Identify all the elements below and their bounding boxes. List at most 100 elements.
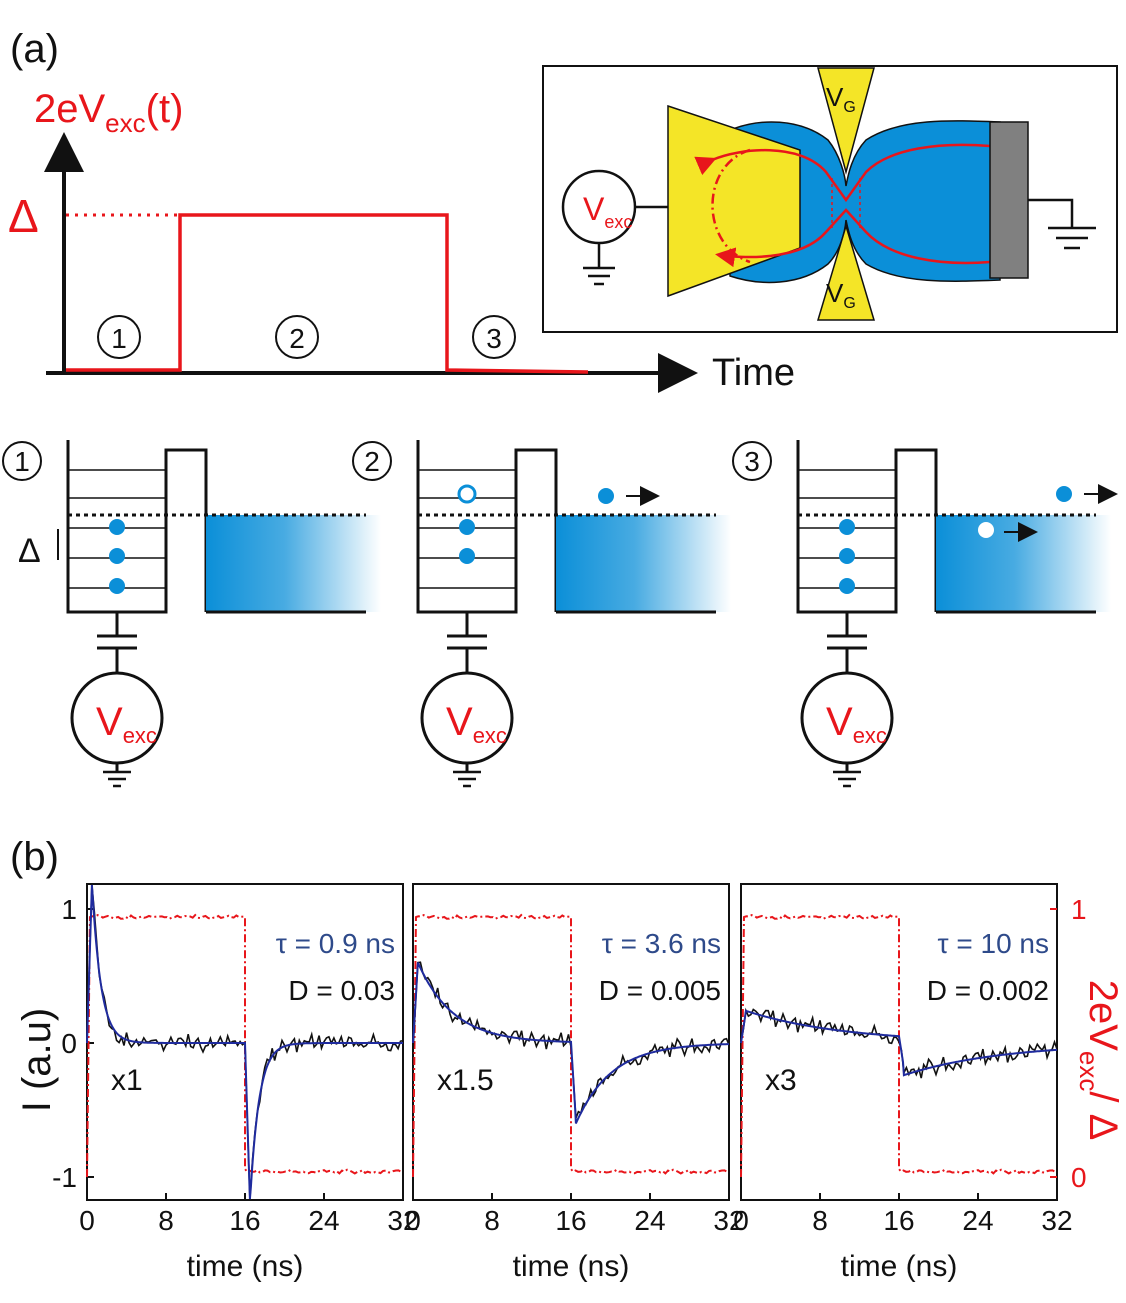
pulse-xlabel: Time [712, 352, 795, 394]
electron [839, 578, 855, 594]
x-tick-label: 8 [484, 1205, 500, 1236]
d-annotation: D = 0.005 [599, 975, 721, 1006]
edge-channel-lower [715, 208, 991, 268]
source-label: Vexc [96, 700, 157, 748]
tau-annotation: τ = 0.9 ns [276, 928, 395, 959]
x-axis-label: time (ns) [187, 1250, 304, 1283]
fit-curve [740, 1009, 1058, 1077]
pulse-ylabel: 2eVexc(t) [34, 87, 183, 138]
electron [839, 519, 855, 535]
gate-top: VG [817, 67, 875, 175]
svg-text:VG: VG [826, 82, 856, 116]
region-marker-2: 2 [275, 315, 319, 359]
step-marker [352, 441, 392, 481]
x-tick-label: 24 [308, 1205, 339, 1236]
x-tick-label: 8 [812, 1205, 828, 1236]
dot-orbit [711, 148, 751, 264]
svg-text:1: 1 [111, 323, 127, 354]
step-marker [2, 441, 42, 481]
step-number: 2 [364, 446, 380, 477]
svg-text:2: 2 [289, 323, 305, 354]
source-label: Vexc [446, 700, 507, 748]
dot-box [416, 440, 558, 614]
x-tick-label: 0 [405, 1205, 421, 1236]
ohmic-contact [989, 121, 1029, 279]
pulse-delta-label: Δ [8, 190, 39, 242]
right-ylabel: 2eVexc/ Δ [1074, 980, 1125, 1141]
device-schematic: Vexc VG VG [542, 65, 1118, 333]
pulse-chart: 2eVexc(t) Time Δ 1 2 3 [8, 87, 795, 394]
ground-symbol [1028, 198, 1096, 250]
step-marker [732, 441, 772, 481]
y-tick-label: -1 [52, 1162, 77, 1193]
x-tick-label: 32 [1041, 1205, 1072, 1236]
plot-x3: 0 8 16 24 32 time (ns) 1 0 τ = 10 ns D = 0.002 x3 [733, 883, 1087, 1283]
x-tick-label: 32 [713, 1205, 744, 1236]
x-tick-label: 16 [555, 1205, 586, 1236]
plot-x1.5: 0 8 16 24 32 time (ns) τ = 3.6 ns D = 0.005 x1.5 [405, 883, 745, 1283]
x-tick-label: 0 [733, 1205, 749, 1236]
region-marker-1: 1 [97, 315, 141, 359]
left-ylabel: I (a.u) [15, 1008, 59, 1112]
electron [459, 519, 475, 535]
scale-annotation: x1 [111, 1064, 143, 1097]
excitation-trace [86, 913, 402, 1178]
tau-annotation: τ = 10 ns [938, 928, 1049, 959]
x-tick-label: 0 [79, 1205, 95, 1236]
electron [109, 578, 125, 594]
fit-curve [86, 884, 403, 1200]
svg-text:3: 3 [486, 323, 502, 354]
excitation-trace [412, 913, 728, 1178]
fermi-sea [556, 515, 731, 612]
step-number: 1 [14, 446, 30, 477]
excitation-trace [740, 913, 1056, 1178]
electron [839, 548, 855, 564]
x-tick-label: 24 [634, 1205, 665, 1236]
voltage-source: Vexc [561, 169, 668, 286]
x-axis-label: time (ns) [513, 1250, 630, 1283]
d-annotation: D = 0.03 [288, 975, 395, 1006]
region-marker-3: 3 [472, 315, 516, 359]
panel-b-label: (b) [10, 835, 59, 879]
x-tick-label: 16 [883, 1205, 914, 1236]
right-y-tick-label: 1 [1071, 894, 1087, 925]
electron [109, 519, 125, 535]
scale-annotation: x3 [765, 1064, 797, 1097]
dot-box [66, 440, 208, 614]
fermi-sea [206, 515, 381, 612]
svg-text:VG: VG [826, 278, 856, 312]
gate-bottom: VG [816, 223, 876, 321]
panel-a-label: (a) [10, 27, 59, 71]
fit-curve [412, 962, 729, 1124]
y-tick-label: 1 [61, 894, 77, 925]
x-axis-label: time (ns) [841, 1250, 958, 1283]
x-tick-label: 24 [962, 1205, 993, 1236]
emitted-electron [598, 488, 614, 504]
y-tick-label: 0 [61, 1028, 77, 1059]
d-annotation: D = 0.002 [927, 975, 1049, 1006]
x-tick-label: 8 [158, 1205, 174, 1236]
source-label: Vexc [826, 700, 887, 748]
delta-label: Δ [18, 532, 41, 570]
svg-text:Vexc: Vexc [583, 191, 632, 232]
dot-box [796, 440, 938, 614]
hole-in-dot [457, 484, 477, 504]
scale-annotation: x1.5 [437, 1064, 494, 1097]
step-number: 3 [744, 446, 760, 477]
x-tick-label: 32 [387, 1205, 418, 1236]
emitted-electron [1056, 486, 1072, 502]
fermi-sea [936, 515, 1111, 612]
emitted-hole [978, 522, 994, 538]
tau-annotation: τ = 3.6 ns [602, 928, 721, 959]
pulse-trace [66, 213, 589, 374]
x-tick-label: 16 [229, 1205, 260, 1236]
electron [109, 548, 125, 564]
right-y-tick-label: 0 [1071, 1162, 1087, 1193]
